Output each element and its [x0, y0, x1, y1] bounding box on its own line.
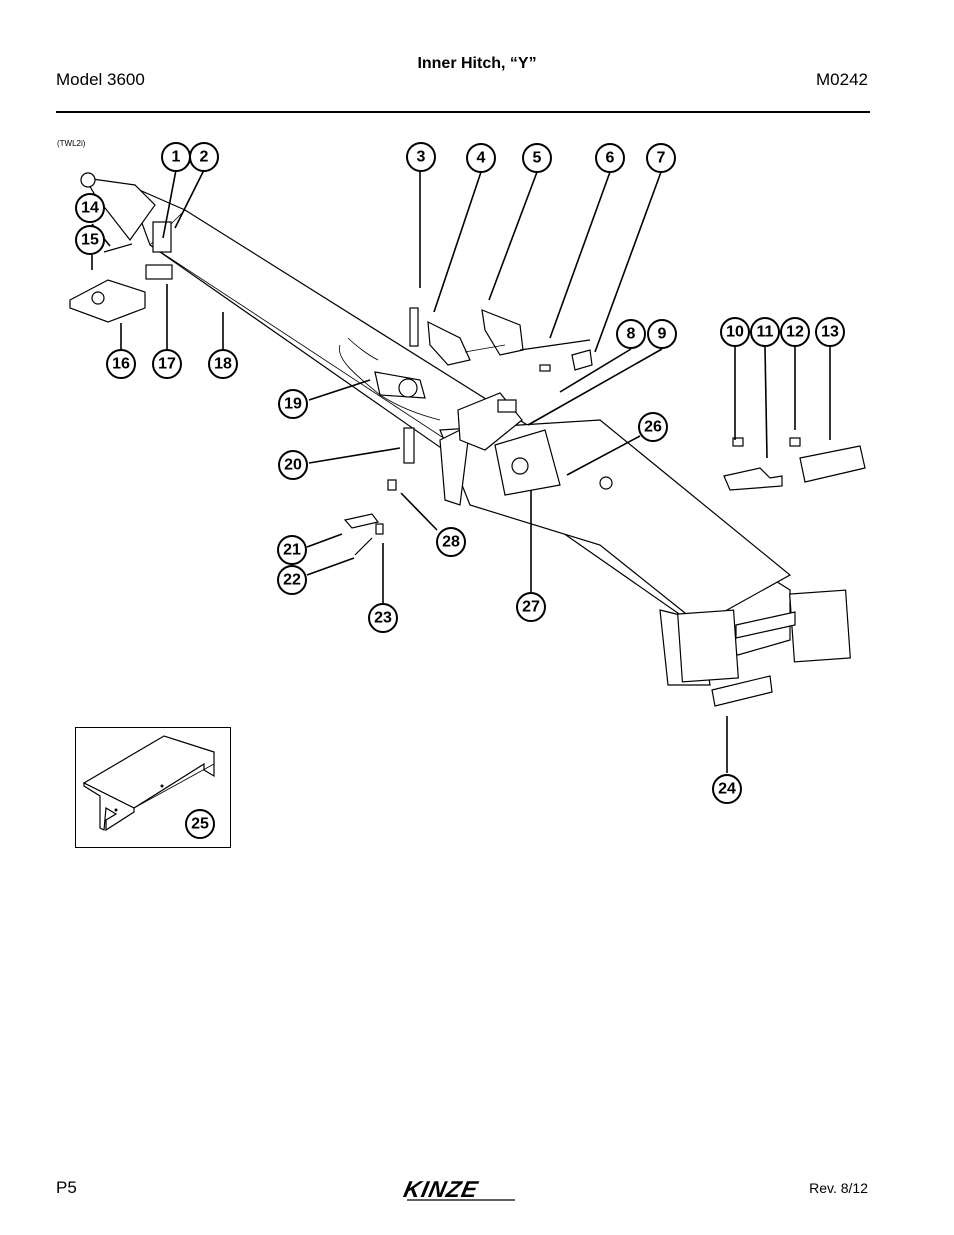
callout-18: 18: [208, 349, 238, 379]
svg-text:16: 16: [112, 356, 130, 373]
page-number: P5: [56, 1178, 77, 1197]
callout-21: 21: [277, 535, 307, 565]
bracket-25-drawing: 25: [82, 735, 215, 839]
callout-4: 4: [466, 143, 496, 173]
svg-text:25: 25: [191, 816, 209, 833]
svg-text:23: 23: [374, 610, 392, 627]
svg-text:18: 18: [214, 356, 232, 373]
svg-text:12: 12: [786, 324, 804, 341]
kinze-logo: KINZE: [403, 1176, 515, 1202]
svg-text:26: 26: [644, 419, 662, 436]
main-beam-drawing: [69, 172, 866, 707]
callout-28: 28: [436, 527, 466, 557]
callout-25: 25: [185, 809, 215, 839]
svg-text:6: 6: [606, 150, 615, 167]
svg-text:13: 13: [821, 324, 839, 341]
callout-14: 14: [75, 193, 105, 223]
svg-text:KINZE: KINZE: [403, 1176, 481, 1202]
svg-text:11: 11: [757, 324, 774, 341]
callout-17: 17: [152, 349, 182, 379]
svg-text:4: 4: [477, 150, 486, 167]
callout-markers: 1 2 3 4 5 6 7 8 9 10 11 12 13 14 15 16 1…: [75, 142, 845, 804]
document-number: M0242: [816, 70, 868, 89]
callout-8: 8: [616, 319, 646, 349]
svg-text:10: 10: [726, 324, 744, 341]
callout-3: 3: [406, 142, 436, 172]
callout-26: 26: [638, 412, 668, 442]
inset-detail-box: 25: [75, 727, 231, 848]
callout-22: 22: [277, 565, 307, 595]
svg-text:28: 28: [442, 534, 460, 551]
callout-6: 6: [595, 143, 625, 173]
callout-9: 9: [647, 319, 677, 349]
svg-text:19: 19: [284, 396, 302, 413]
callout-24: 24: [712, 774, 742, 804]
model-label: Model 3600: [56, 70, 145, 89]
svg-text:1: 1: [172, 149, 181, 166]
svg-text:5: 5: [533, 150, 542, 167]
callout-19: 19: [278, 389, 308, 419]
callout-16: 16: [106, 349, 136, 379]
callout-20: 20: [278, 450, 308, 480]
svg-text:8: 8: [627, 326, 636, 343]
header-divider: [56, 111, 870, 113]
svg-text:9: 9: [658, 326, 667, 343]
callout-27: 27: [516, 592, 546, 622]
page-title: Inner Hitch, “Y”: [417, 55, 537, 72]
svg-text:22: 22: [283, 572, 301, 589]
callout-2: 2: [189, 142, 219, 172]
svg-text:24: 24: [718, 781, 736, 798]
callout-7: 7: [646, 143, 676, 173]
callout-15: 15: [75, 225, 105, 255]
svg-text:3: 3: [417, 149, 426, 166]
svg-text:21: 21: [283, 542, 301, 559]
svg-text:14: 14: [81, 200, 99, 217]
svg-text:20: 20: [284, 457, 302, 474]
figure-id: (TWL2i): [57, 139, 86, 148]
callout-11: 11: [750, 317, 780, 347]
callout-23: 23: [368, 603, 398, 633]
callout-5: 5: [522, 143, 552, 173]
svg-text:7: 7: [657, 150, 666, 167]
svg-text:2: 2: [200, 149, 209, 166]
callout-1: 1: [161, 142, 191, 172]
callout-12: 12: [780, 317, 810, 347]
svg-text:17: 17: [158, 356, 176, 373]
callout-10: 10: [720, 317, 750, 347]
svg-text:27: 27: [522, 599, 540, 616]
revision-label: Rev. 8/12: [809, 1180, 868, 1196]
callout-13: 13: [815, 317, 845, 347]
svg-text:15: 15: [81, 232, 99, 249]
